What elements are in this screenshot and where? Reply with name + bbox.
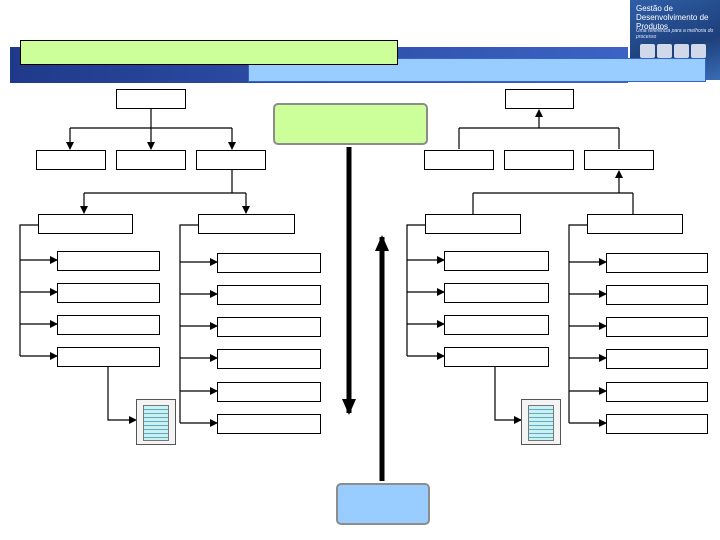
left-group-header [38, 214, 133, 234]
center-top-box [273, 103, 428, 145]
document-icon [136, 399, 176, 445]
right-list-item [606, 317, 708, 337]
left-list-item [217, 349, 321, 369]
left-list-item [217, 253, 321, 273]
right-list-item [606, 414, 708, 434]
cube-tiles-icon [640, 44, 712, 60]
left-level1-box [196, 150, 266, 170]
left-level1-box [116, 150, 186, 170]
right-level1-box [424, 150, 494, 170]
left-list-item [217, 382, 321, 402]
right-list-item [444, 251, 549, 271]
right-root-box [505, 89, 574, 109]
left-list-item [57, 315, 160, 335]
right-list-item [606, 253, 708, 273]
document-icon [521, 399, 561, 445]
left-list-item [217, 317, 321, 337]
right-list-item [444, 283, 549, 303]
right-group-header [587, 214, 683, 234]
left-group-header [198, 214, 295, 234]
right-level1-box [504, 150, 574, 170]
logo-title: Gestão de Desenvolvimento de Produtos [636, 4, 709, 31]
left-list-item [57, 283, 160, 303]
right-list-item [606, 285, 708, 305]
header-title-bar [20, 40, 398, 65]
right-list-item [606, 349, 708, 369]
left-level1-box [36, 150, 106, 170]
right-list-item [606, 382, 708, 402]
left-root-box [116, 89, 186, 109]
left-list-item [57, 251, 160, 271]
left-list-item [217, 285, 321, 305]
right-level1-box [584, 150, 654, 170]
center-bottom-box [336, 483, 430, 525]
logo-subtitle: Uma referência para a melhoria do proces… [636, 28, 714, 40]
left-list-item [217, 414, 321, 434]
right-list-item [444, 315, 549, 335]
left-list-item [57, 347, 160, 367]
right-group-header [425, 214, 521, 234]
right-list-item [444, 347, 549, 367]
